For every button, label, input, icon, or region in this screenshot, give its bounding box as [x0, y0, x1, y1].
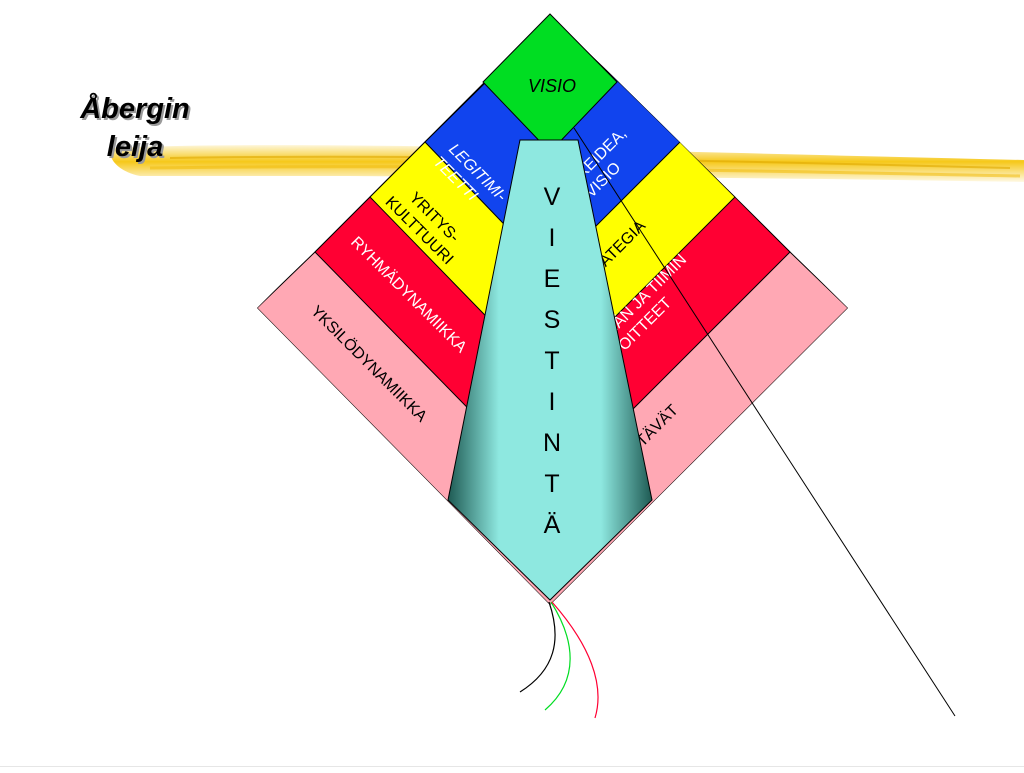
title-line-2: leija	[106, 131, 164, 163]
communication-letter: T	[544, 470, 559, 498]
communication-letter: I	[549, 388, 556, 416]
tail-black	[519, 601, 556, 693]
communication-letter: I	[549, 224, 556, 252]
communication-letter: V	[544, 183, 561, 211]
tail-red	[551, 601, 599, 719]
communication-letter: N	[543, 429, 561, 457]
communication-letter: T	[544, 347, 559, 375]
slide-title: Åbergin leija	[40, 90, 230, 166]
bridle-line	[573, 127, 956, 717]
vision-label: VISIO	[528, 76, 576, 96]
communication-letter: S	[544, 306, 561, 334]
communication-letter: E	[544, 265, 561, 293]
communication-letter: Ä	[544, 511, 561, 539]
bottom-divider	[0, 766, 1024, 767]
tail-green	[544, 601, 571, 711]
title-line-1: Åbergin	[80, 93, 190, 125]
communication-spine	[447, 139, 653, 601]
